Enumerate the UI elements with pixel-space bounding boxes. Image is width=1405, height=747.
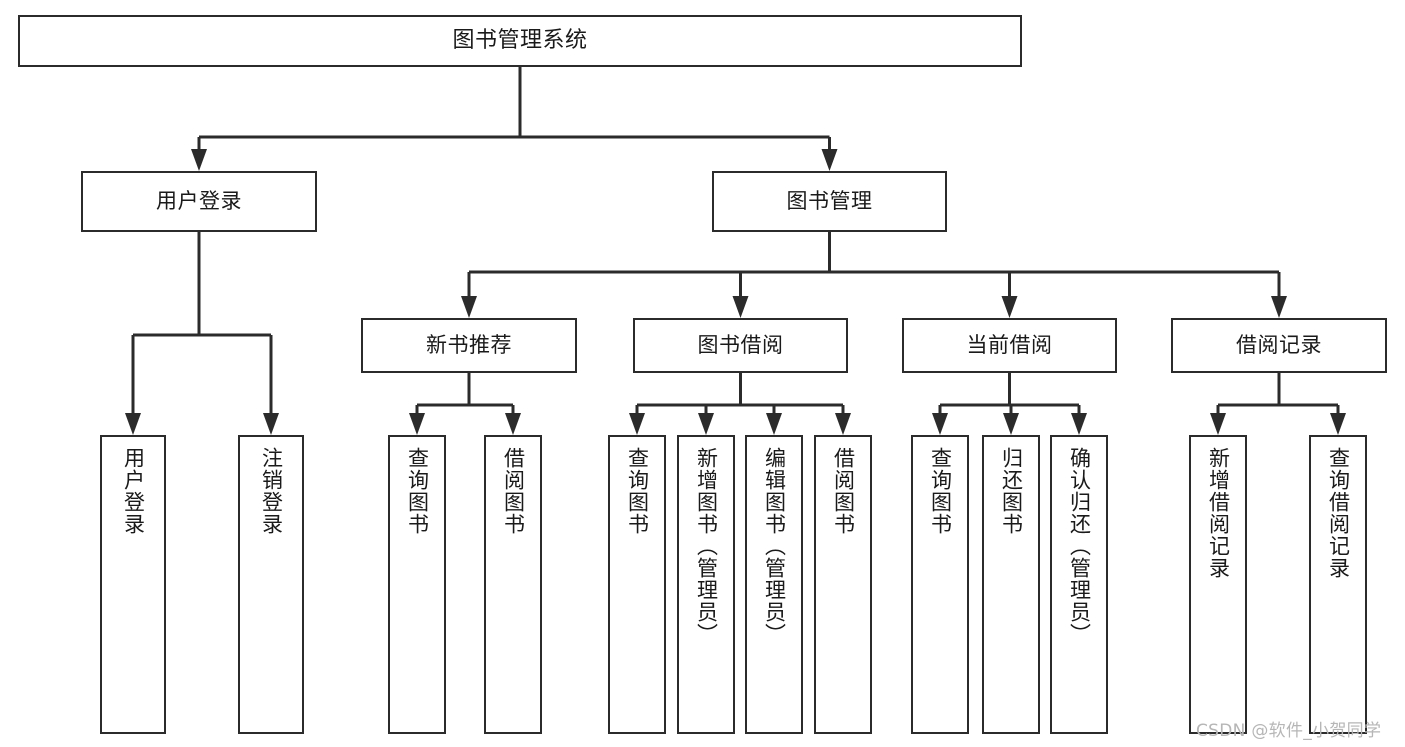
node-label: 新增借阅记录 [1206, 447, 1231, 579]
node-leaf13[interactable]: 查询借阅记录 [1309, 435, 1367, 734]
node-label: 查询图书 [928, 447, 953, 535]
node-label: 借阅图书 [831, 447, 856, 535]
node-leaf2[interactable]: 注销登录 [238, 435, 304, 734]
node-leaf11[interactable]: 确认归还（管理员） [1050, 435, 1108, 734]
node-leaf3[interactable]: 查询图书 [388, 435, 446, 734]
node-label: 图书管理系统 [452, 27, 588, 53]
arrowhead-leaf12 [1210, 413, 1226, 435]
node-label: 查询借阅记录 [1326, 447, 1351, 579]
arrowhead-leaf8 [835, 413, 851, 435]
node-label: 编辑图书（管理员） [762, 447, 787, 645]
node-current[interactable]: 当前借阅 [902, 318, 1117, 373]
arrowhead-leaf13 [1330, 413, 1346, 435]
node-bookmgmt[interactable]: 图书管理 [712, 171, 947, 232]
node-label: 当前借阅 [966, 332, 1053, 357]
arrowhead-bookmgmt [821, 149, 838, 171]
arrowhead-borrow [732, 296, 749, 318]
node-borrow[interactable]: 图书借阅 [633, 318, 848, 373]
node-label: 用户登录 [156, 188, 242, 213]
node-label: 新书推荐 [426, 332, 512, 357]
node-label: 借阅记录 [1236, 332, 1322, 357]
node-label: 用户登录 [121, 447, 146, 535]
node-login[interactable]: 用户登录 [81, 171, 317, 232]
arrowhead-newrec [461, 296, 477, 318]
arrowhead-leaf6 [698, 413, 714, 435]
node-leaf6[interactable]: 新增图书（管理员） [677, 435, 735, 734]
arrowhead-leaf10 [1003, 413, 1019, 435]
node-leaf10[interactable]: 归还图书 [982, 435, 1040, 734]
arrowhead-current [1001, 296, 1018, 318]
arrowhead-leaf5 [629, 413, 645, 435]
arrowhead-leaf4 [505, 413, 521, 435]
arrowhead-login [191, 149, 207, 171]
node-leaf12[interactable]: 新增借阅记录 [1189, 435, 1247, 734]
watermark-label: CSDN @软件_小贺同学 [1196, 721, 1382, 741]
node-newrec[interactable]: 新书推荐 [361, 318, 577, 373]
node-leaf4[interactable]: 借阅图书 [484, 435, 542, 734]
arrowhead-leaf11 [1071, 413, 1087, 435]
node-leaf9[interactable]: 查询图书 [911, 435, 969, 734]
node-label: 图书管理 [786, 188, 873, 213]
arrowhead-leaf3 [409, 413, 425, 435]
node-label: 确认归还（管理员） [1067, 447, 1092, 645]
node-label: 查询图书 [625, 447, 650, 535]
arrowhead-records [1271, 296, 1287, 318]
node-label: 归还图书 [999, 447, 1024, 535]
node-root[interactable]: 图书管理系统 [18, 15, 1022, 67]
node-leaf5[interactable]: 查询图书 [608, 435, 666, 734]
node-label: 查询图书 [405, 447, 430, 535]
arrowhead-leaf9 [932, 413, 948, 435]
arrowhead-leaf7 [766, 413, 782, 435]
node-records[interactable]: 借阅记录 [1171, 318, 1387, 373]
node-leaf7[interactable]: 编辑图书（管理员） [745, 435, 803, 734]
node-label: 新增图书（管理员） [694, 447, 719, 645]
arrowhead-leaf1 [125, 413, 141, 435]
node-label: 借阅图书 [501, 447, 526, 535]
node-label: 图书借阅 [697, 332, 784, 357]
node-leaf1[interactable]: 用户登录 [100, 435, 166, 734]
arrowhead-leaf2 [263, 413, 279, 435]
node-leaf8[interactable]: 借阅图书 [814, 435, 872, 734]
node-label: 注销登录 [259, 447, 284, 535]
